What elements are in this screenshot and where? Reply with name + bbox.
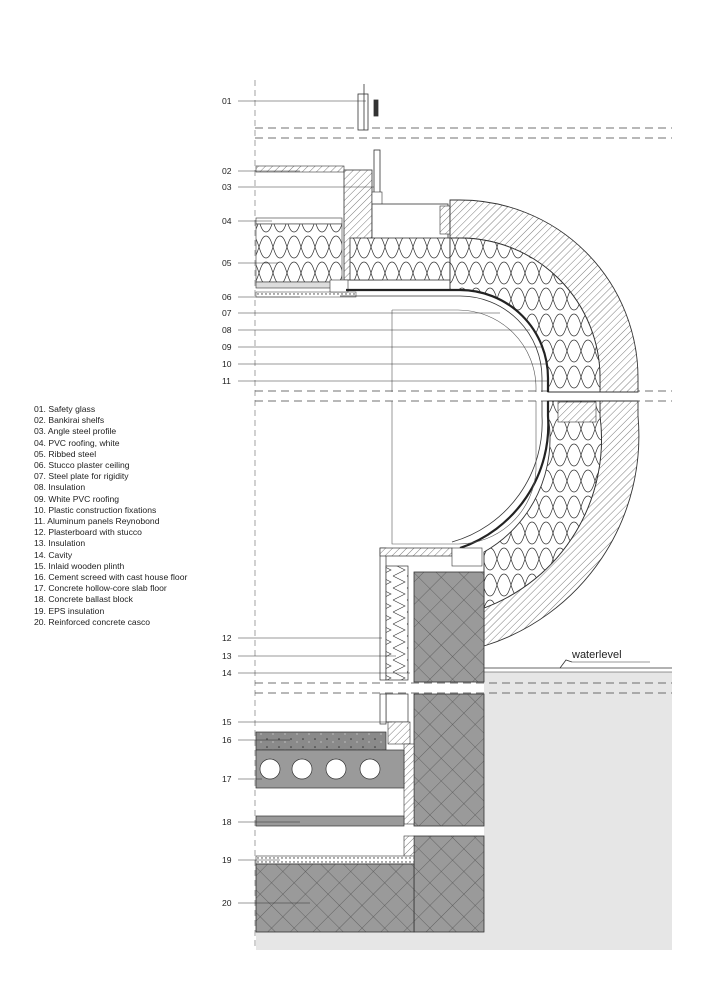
callout-10: 10 <box>222 359 546 369</box>
svg-text:05: 05 <box>222 258 232 268</box>
svg-text:08: 08 <box>222 325 232 335</box>
svg-text:11: 11 <box>222 376 231 386</box>
legend-item: 17. Concrete hollow-core slab floor <box>34 583 167 594</box>
legend: 01. Safety glass 02. Bankirai shelfs 03.… <box>34 404 187 628</box>
legend-item: 16. Cement screed with cast house floor <box>34 572 188 583</box>
legend-item: 07. Steel plate for rigidity <box>34 471 129 482</box>
callout-05: 05 <box>222 258 278 268</box>
svg-text:20: 20 <box>222 898 232 908</box>
svg-text:07: 07 <box>222 308 232 318</box>
legend-item: 02. Bankirai shelfs <box>34 415 105 426</box>
floor-buildup <box>255 731 415 933</box>
svg-text:06: 06 <box>222 292 232 302</box>
break-lines <box>255 127 672 694</box>
svg-text:16: 16 <box>222 735 232 745</box>
callout-19: 19 <box>222 855 280 865</box>
legend-item: 04. PVC roofing, white <box>34 437 120 448</box>
svg-text:09: 09 <box>222 342 232 352</box>
legend-item: 10. Plastic construction fixations <box>34 504 157 515</box>
roof-construction <box>255 169 451 298</box>
svg-text:12: 12 <box>222 633 232 643</box>
svg-text:04: 04 <box>222 216 232 226</box>
callout-20: 20 <box>222 898 310 908</box>
callout-11: 11 <box>222 376 548 386</box>
legend-item: 20. Reinforced concrete casco <box>34 616 151 627</box>
legend-item: 18. Concrete ballast block <box>34 594 133 605</box>
legend-item: 15. Inlaid wooden plinth <box>34 560 125 571</box>
legend-item: 14. Cavity <box>34 549 73 560</box>
legend-item: 19. EPS insulation <box>34 605 105 616</box>
callout-15: 15 <box>222 717 392 727</box>
waterlevel-marker: waterlevel <box>484 649 672 673</box>
legend-item: 13. Insulation <box>34 538 86 549</box>
svg-text:14: 14 <box>222 668 232 678</box>
svg-text:17: 17 <box>222 774 232 784</box>
callout-01: 01 <box>222 96 366 106</box>
legend-item: 08. Insulation <box>34 482 86 493</box>
callout-16: 16 <box>222 735 290 745</box>
svg-text:02: 02 <box>222 166 232 176</box>
legend-item: 09. White PVC roofing <box>34 493 120 504</box>
callout-03: 03 <box>222 182 374 192</box>
svg-text:03: 03 <box>222 182 232 192</box>
waterlevel-label: waterlevel <box>571 649 622 661</box>
legend-item: 01. Safety glass <box>34 404 96 414</box>
bankirai-shelf <box>255 165 345 173</box>
water-bottom <box>256 932 672 950</box>
legend-item: 03. Angle steel profile <box>34 426 117 437</box>
svg-text:15: 15 <box>222 717 232 727</box>
legend-item: 05. Ribbed steel <box>34 448 97 459</box>
safety-glass <box>357 84 381 195</box>
legend-item: 12. Plasterboard with stucco <box>34 527 142 538</box>
callout-14: 14 <box>222 668 410 678</box>
callout-13: 13 <box>222 651 396 661</box>
svg-text:19: 19 <box>222 855 232 865</box>
svg-text:10: 10 <box>222 359 232 369</box>
callout-09: 09 <box>222 342 542 352</box>
legend-item: 11. Aluminum panels Reynobond <box>34 516 160 527</box>
callout-06: 06 <box>222 292 300 302</box>
callout-18: 18 <box>222 817 300 827</box>
svg-text:18: 18 <box>222 817 232 827</box>
callout-04: 04 <box>222 216 272 226</box>
legend-item: 06. Stucco plaster ceiling <box>34 460 130 471</box>
callout-08: 08 <box>222 325 530 335</box>
callout-17: 17 <box>222 774 262 784</box>
svg-text:13: 13 <box>222 651 232 661</box>
svg-text:01: 01 <box>222 96 232 106</box>
wall-foundation <box>379 547 485 933</box>
callout-12: 12 <box>222 633 382 643</box>
curved-cladding <box>340 199 639 393</box>
callout-group: 01 02 03 04 05 06 07 08 09 10 11 12 13 1… <box>222 96 548 908</box>
water-area <box>484 672 672 950</box>
curved-cladding-lower <box>391 400 640 647</box>
callout-02: 02 <box>222 166 300 176</box>
callout-07: 07 <box>222 308 500 318</box>
